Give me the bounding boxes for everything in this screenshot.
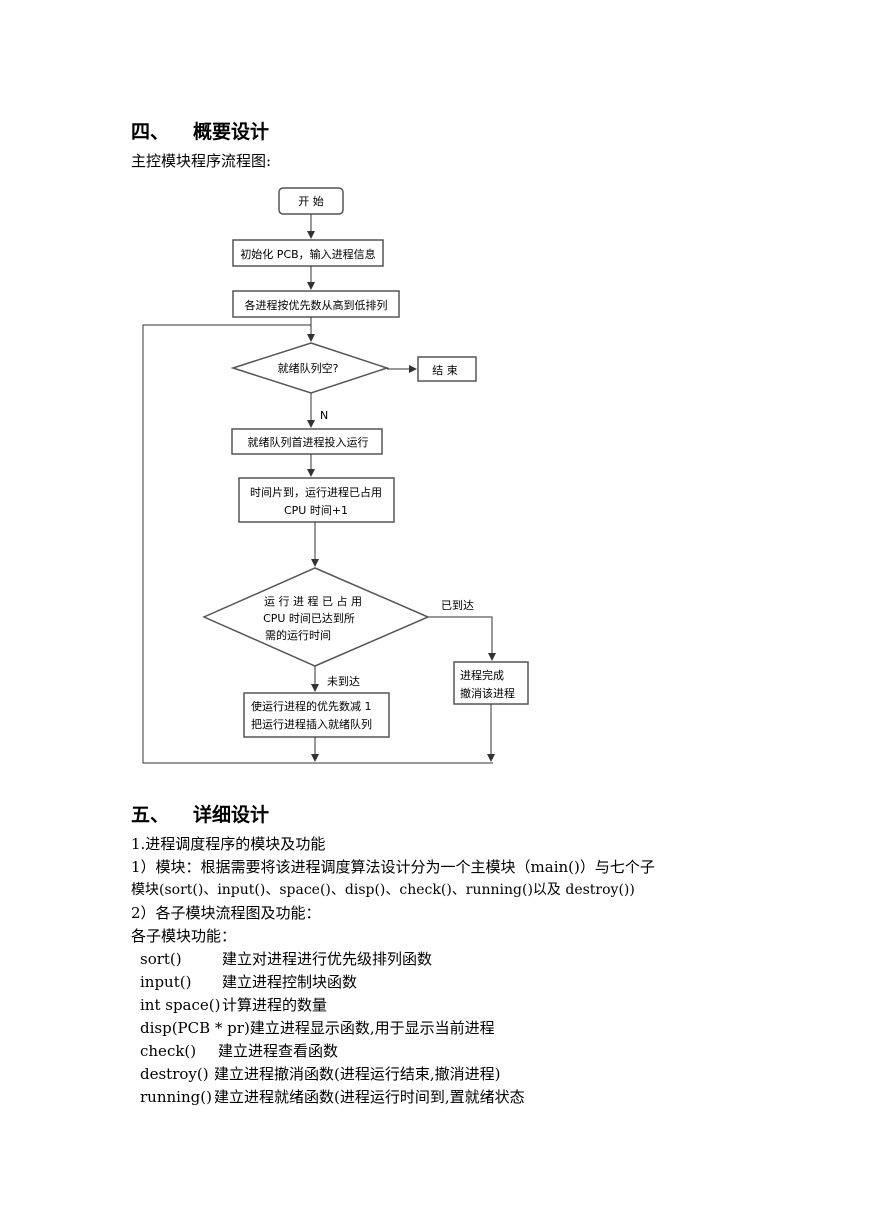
n-label: N [320, 409, 328, 422]
end-label: 结 束 [432, 364, 458, 377]
function-item: int space()计算进程的数量 [140, 994, 327, 1017]
function-item: sort() 建立对进程进行优先级排列函数 [140, 948, 432, 971]
function-desc: 建立进程查看函数 [218, 1042, 339, 1060]
time-slice-label-2: CPU 时间+1 [284, 504, 348, 517]
section4-title: 概要设计 [193, 121, 270, 143]
finish-label-2: 撤消该进程 [460, 686, 515, 700]
decision-empty-label: 就绪队列空? [278, 361, 339, 375]
detail-line-2: 1）模块：根据需要将该进程调度算法设计分为一个主模块（main()）与七个子 [131, 858, 655, 876]
function-item: running()建立进程就绪函数(进程运行时间到,置就绪状态 [140, 1086, 525, 1109]
detail-line-1: 1.进程调度程序的模块及功能 [131, 835, 326, 853]
function-name: running() [140, 1088, 212, 1106]
function-name: check() [140, 1042, 197, 1060]
detail-line-4: 2）各子模块流程图及功能： [131, 904, 321, 922]
section5-number: 五、 [131, 804, 170, 826]
decrease-box [243, 692, 390, 738]
start-label: 开 始 [298, 194, 324, 208]
decrease-label-1: 使运行进程的优先数减 1 [251, 699, 372, 713]
function-desc: 建立进程显示函数,用于显示当前进程 [249, 1019, 495, 1037]
section4-number: 四、 [131, 121, 170, 143]
section5-heading: 五、 详细设计 [131, 800, 269, 827]
time-slice-label-1: 时间片到，运行进程已占用 [250, 485, 382, 499]
run-head-label: 就绪队列首进程投入运行 [248, 435, 369, 449]
loop-back-line [142, 324, 493, 764]
function-desc: 计算进程的数量 [222, 996, 328, 1014]
detail-line-3: 模块(sort()、input()、space()、disp()、check()… [131, 882, 635, 898]
function-desc: 建立对进程进行优先级排列函数 [222, 950, 433, 968]
function-name: int space() [140, 996, 221, 1014]
flowchart-caption: 主控模块程序流程图: [131, 152, 272, 170]
function-item: input() 建立进程控制块函数 [140, 971, 357, 994]
function-name: sort() [140, 950, 182, 968]
decision-done-label-3: 需的运行时间 [265, 628, 331, 642]
function-name: input() [140, 973, 192, 991]
function-desc: 建立进程就绪函数(进程运行时间到,置就绪状态 [214, 1088, 525, 1106]
section5-title: 详细设计 [193, 804, 270, 826]
function-name: disp(PCB * pr) [140, 1019, 250, 1037]
function-item: check() 建立进程查看函数 [140, 1040, 338, 1063]
decision-done-label-2: CPU 时间已达到所 [263, 612, 355, 625]
reached-label: 已到达 [441, 599, 474, 612]
time-slice-box [238, 477, 395, 523]
run-head-box [231, 428, 383, 455]
flowchart: 开 始 初始化 PCB，输入进程信息 各进程按优先数从高到低排列 就绪队列空? … [142, 187, 529, 764]
finish-label-1: 进程完成 [460, 668, 504, 682]
sort-label: 各进程按优先数从高到低排列 [245, 298, 388, 312]
decrease-label-2: 把运行进程插入就绪队列 [251, 717, 372, 731]
function-item: destroy() 建立进程撤消函数(进程运行结束,撤消进程) [140, 1063, 500, 1086]
function-name: destroy() [140, 1065, 209, 1083]
not-reached-label: 未到达 [327, 675, 360, 688]
section4-heading: 四、 概要设计 [131, 117, 269, 144]
init-label: 初始化 PCB，输入进程信息 [240, 247, 375, 261]
detail-line-5: 各子模块功能： [131, 927, 237, 945]
init-box [232, 239, 384, 267]
end-box [417, 356, 477, 382]
sort-box [232, 290, 400, 318]
function-item: disp(PCB * pr)建立进程显示函数,用于显示当前进程 [140, 1017, 495, 1040]
function-desc: 建立进程撤消函数(进程运行结束,撤消进程) [214, 1065, 501, 1083]
function-desc: 建立进程控制块函数 [222, 973, 358, 991]
decision-done-label-1: 运 行 进 程 已 占 用 [264, 594, 362, 608]
